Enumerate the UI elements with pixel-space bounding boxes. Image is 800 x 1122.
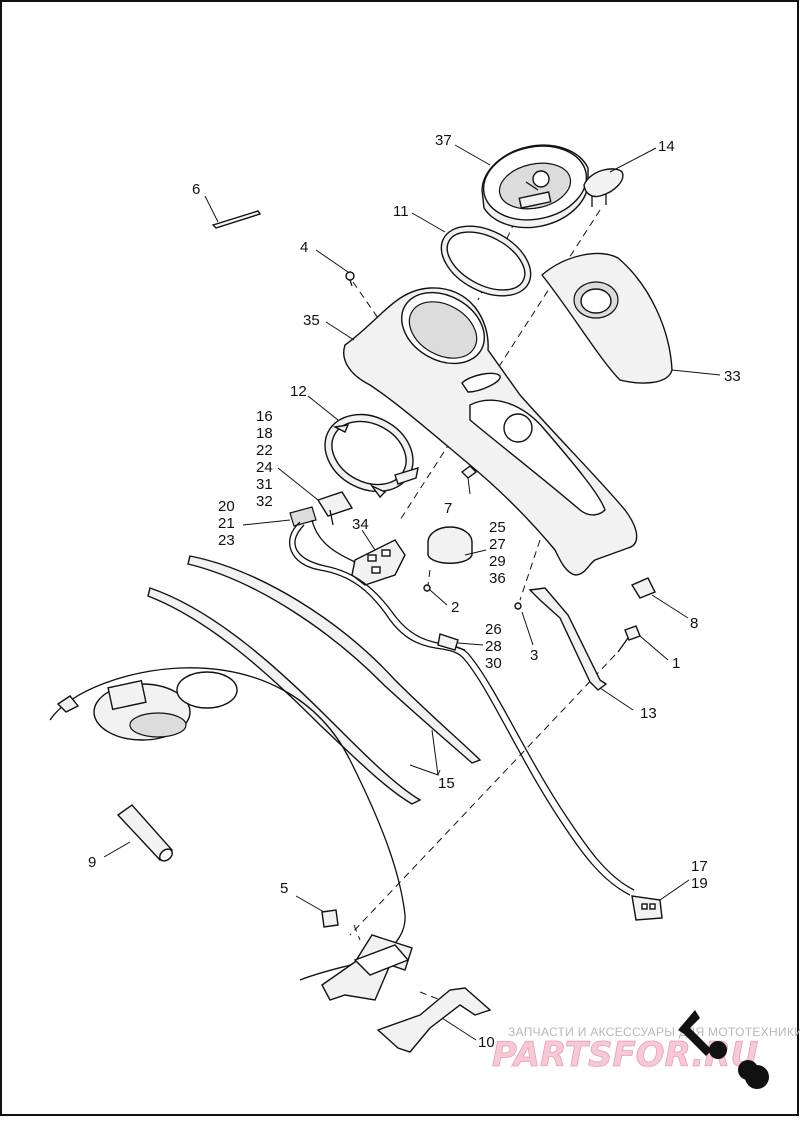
mounting-bracket	[514, 587, 608, 691]
callout-35: 35	[303, 312, 320, 329]
wiring-harness	[289, 519, 663, 921]
trim-strips	[147, 555, 482, 805]
callout-27: 27	[489, 536, 506, 553]
console	[343, 287, 638, 576]
callout-30: 30	[485, 655, 502, 672]
callout-7: 7	[444, 500, 452, 517]
callout-36: 36	[489, 570, 506, 587]
tank-outline	[49, 667, 406, 981]
callout-26: 26	[485, 621, 502, 638]
callout-9: 9	[88, 854, 96, 871]
callout-20: 20	[218, 498, 235, 515]
callout-18: 18	[256, 425, 273, 442]
callout-labels: 37 14 6 11 4 35 33 12 16 18 22 24 31 32 …	[88, 132, 741, 1051]
callout-1: 1	[672, 655, 680, 672]
callout-2: 2	[451, 599, 459, 616]
callout-11: 11	[393, 203, 409, 220]
callout-6: 6	[192, 181, 200, 198]
callout-24: 24	[256, 459, 273, 476]
pin	[211, 210, 262, 229]
callout-25: 25	[489, 519, 506, 536]
trim-panel	[541, 252, 673, 384]
lower-bracket	[321, 934, 413, 1001]
callout-12: 12	[290, 383, 307, 400]
gauge-bracket	[324, 413, 419, 499]
callout-15: 15	[438, 775, 455, 792]
callout-37: 37	[435, 132, 452, 149]
callout-10: 10	[478, 1034, 495, 1051]
callout-5: 5	[280, 880, 288, 897]
gasket	[440, 225, 532, 297]
callout-8: 8	[690, 615, 698, 632]
callout-14: 14	[658, 138, 675, 155]
callout-13: 13	[640, 705, 657, 722]
spring-clip	[630, 577, 656, 599]
hose	[116, 804, 174, 862]
gear-icon	[709, 1041, 727, 1059]
callout-21: 21	[218, 515, 235, 532]
nut-clip	[321, 909, 339, 928]
trim-cap	[583, 168, 624, 207]
switch-block	[351, 539, 406, 586]
callout-23: 23	[218, 532, 235, 549]
callout-31: 31	[256, 476, 273, 493]
callout-28: 28	[485, 638, 502, 655]
watermark-caption: ЗАПЧАСТИ И АКСЕССУАРЫ ДЛЯ МОТОТЕХНИКИ	[508, 1025, 800, 1039]
wheel-icon	[745, 1065, 769, 1089]
bolt	[617, 625, 641, 653]
screw-small	[423, 584, 431, 592]
screw	[345, 271, 355, 287]
callout-34: 34	[352, 516, 369, 533]
clip	[460, 465, 478, 479]
gauge-assembly	[481, 144, 589, 229]
callout-29: 29	[489, 553, 506, 570]
callout-19: 19	[691, 875, 708, 892]
callout-17: 17	[691, 858, 708, 875]
callout-3: 3	[530, 647, 538, 664]
arrow-icon	[678, 1010, 712, 1056]
callout-32: 32	[256, 493, 273, 510]
callout-22: 22	[256, 442, 273, 459]
callout-33: 33	[724, 368, 741, 385]
callout-4: 4	[300, 239, 308, 256]
wiring-connector	[289, 491, 354, 527]
watermark: ЗАПЧАСТИ И АКСЕССУАРЫ ДЛЯ МОТОТЕХНИКИ PA…	[492, 1010, 800, 1089]
bracket-10	[376, 987, 492, 1053]
leader-lines	[103, 144, 721, 1041]
indicator-module	[427, 526, 473, 564]
callout-16: 16	[256, 408, 273, 425]
